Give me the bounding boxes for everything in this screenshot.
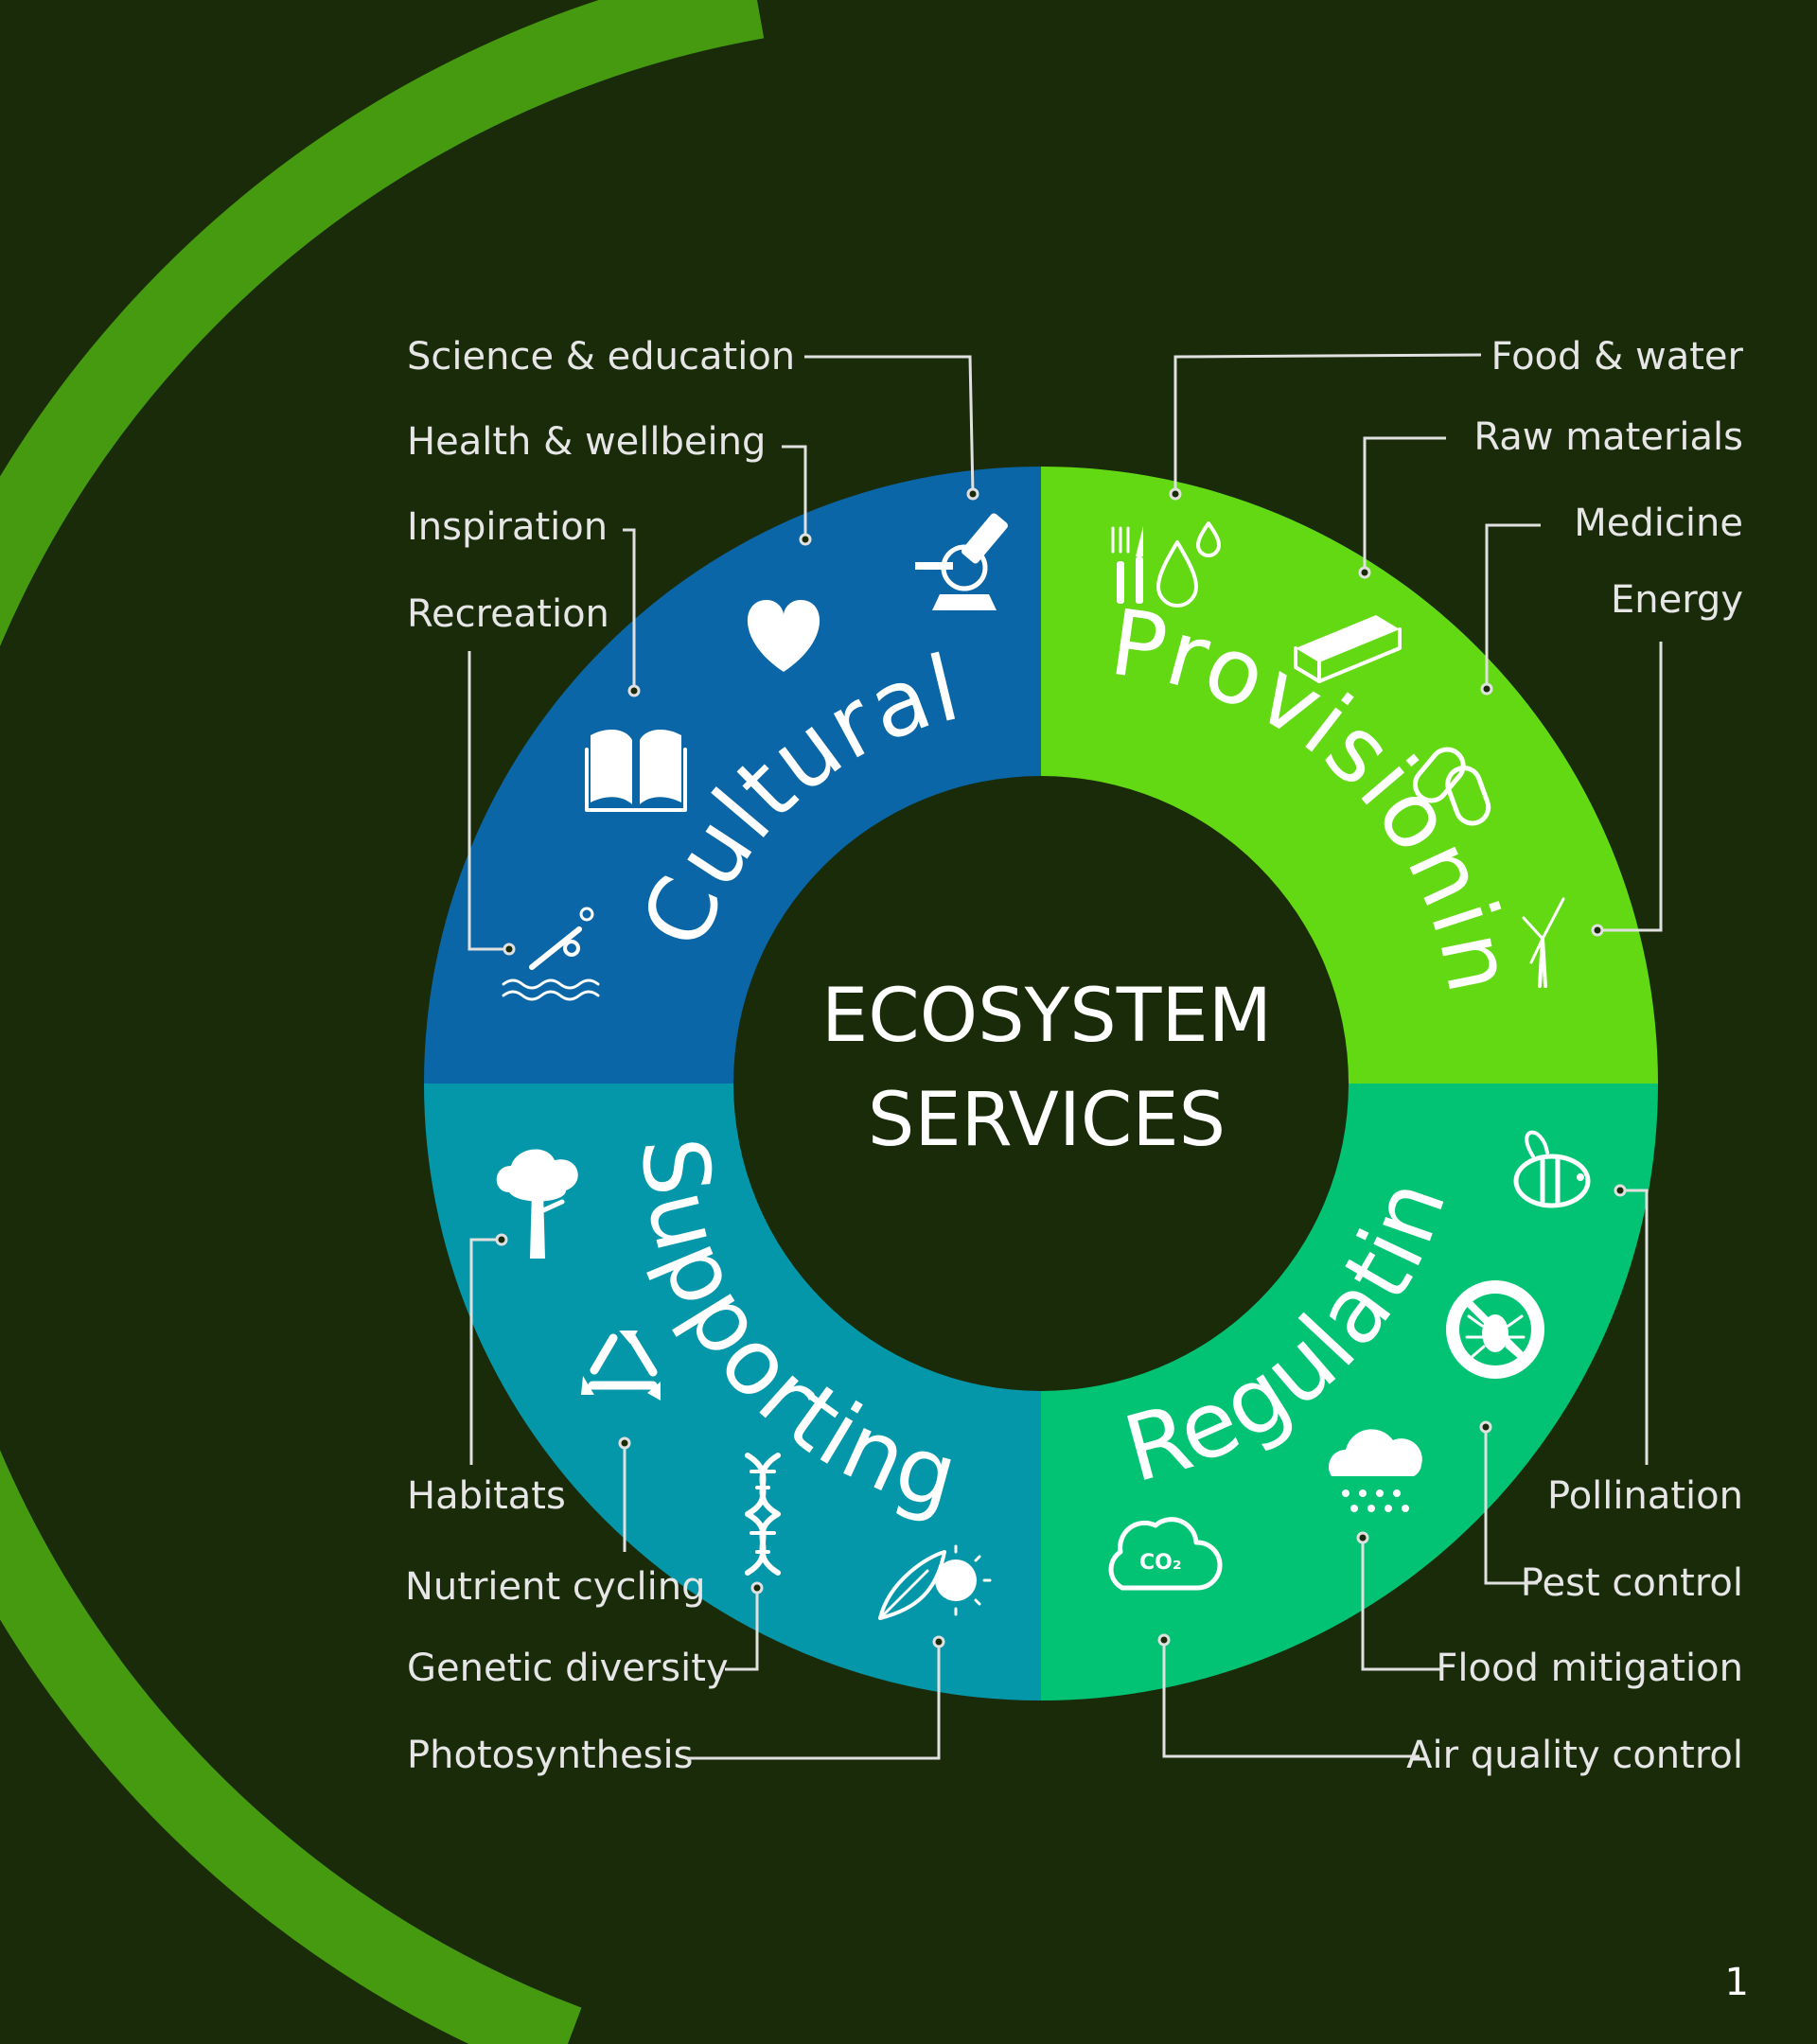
co2-cloud-icon: CO₂: [1108, 1517, 1223, 1591]
leader-pollination: [1620, 1189, 1649, 1465]
tree-icon: [496, 1149, 578, 1259]
center-title-line2: SERVICES: [868, 1078, 1226, 1163]
sector-regulating: [1041, 1084, 1658, 1700]
leader-science-education: [804, 355, 975, 495]
dot-health-wellbeing: [799, 533, 812, 546]
timber-icon: [1294, 615, 1402, 683]
wind-turbine-icon: [1522, 897, 1565, 988]
label-raw-materials: Raw materials: [1473, 415, 1743, 459]
label-science-education: Science & education: [407, 335, 795, 379]
dot-energy: [1591, 924, 1604, 937]
leader-pest-control: [1484, 1427, 1538, 1585]
leader-genetic-diversity: [725, 1588, 759, 1671]
dot-inspiration: [627, 684, 641, 697]
decorative-arc: [0, 0, 765, 2044]
microscope-icon: [915, 513, 1008, 610]
label-nutrient-cycling: Nutrient cycling: [405, 1565, 706, 1609]
label-air-quality-control: Air quality control: [1406, 1734, 1743, 1777]
dna-icon: [745, 1453, 781, 1576]
leader-air-quality-control: [1162, 1640, 1420, 1758]
label-health-wellbeing: Health & wellbeing: [407, 420, 766, 464]
leader-lines: [467, 353, 1663, 1760]
dot-pest-control: [1479, 1420, 1492, 1434]
pills-icon: [1412, 747, 1491, 826]
leader-habitats: [469, 1238, 502, 1465]
cutlery-drops-icon: [1111, 521, 1221, 608]
leader-food-water: [1173, 353, 1482, 494]
label-food-water: Food & water: [1491, 335, 1743, 379]
label-inspiration: Inspiration: [407, 505, 608, 549]
leader-flood-mitigation: [1361, 1538, 1443, 1671]
sector-supporting: [424, 1084, 1041, 1700]
dot-food-water: [1169, 487, 1182, 501]
center-title-line1: ECOSYSTEM: [821, 974, 1272, 1059]
heart-icon: [747, 600, 820, 672]
dot-raw-materials: [1358, 566, 1371, 579]
label-medicine: Medicine: [1574, 502, 1743, 545]
dot-recreation: [503, 943, 516, 956]
dot-pollination: [1614, 1184, 1627, 1197]
leader-health-wellbeing: [782, 445, 807, 539]
leader-recreation: [467, 651, 509, 951]
dot-flood-mitigation: [1356, 1531, 1369, 1544]
leader-medicine: [1485, 523, 1541, 689]
dot-air-quality-control: [1157, 1633, 1171, 1647]
dot-photosynthesis: [932, 1635, 945, 1648]
label-pollination: Pollination: [1547, 1474, 1743, 1518]
dot-science-education: [966, 487, 979, 501]
svg-text:CO₂: CO₂: [1139, 1551, 1181, 1575]
page-number: 1: [1725, 1961, 1749, 2004]
rain-cloud-icon: [1328, 1429, 1422, 1512]
label-flood-mitigation: Flood mitigation: [1436, 1647, 1743, 1690]
dot-habitats: [495, 1233, 508, 1246]
recycle-icon: [581, 1330, 661, 1401]
leaf-sun-icon: [878, 1544, 992, 1620]
leader-photosynthesis: [685, 1642, 941, 1760]
book-icon: [585, 729, 687, 812]
label-photosynthesis: Photosynthesis: [407, 1734, 693, 1777]
leader-inspiration: [623, 528, 636, 691]
leader-energy: [1597, 642, 1663, 932]
no-bug-icon: [1446, 1280, 1544, 1379]
dot-genetic-diversity: [750, 1581, 764, 1595]
label-genetic-diversity: Genetic diversity: [407, 1647, 729, 1690]
bee-icon: [1513, 1130, 1591, 1208]
label-recreation: Recreation: [407, 592, 609, 636]
leader-raw-materials: [1363, 436, 1446, 573]
swimmer-icon: [502, 907, 600, 1001]
sector-provisioning: [1041, 467, 1658, 1084]
dot-medicine: [1480, 682, 1493, 696]
label-pest-control: Pest control: [1521, 1561, 1743, 1605]
dot-nutrient-cycling: [618, 1436, 631, 1450]
label-energy: Energy: [1611, 578, 1743, 622]
label-habitats: Habitats: [407, 1474, 566, 1518]
